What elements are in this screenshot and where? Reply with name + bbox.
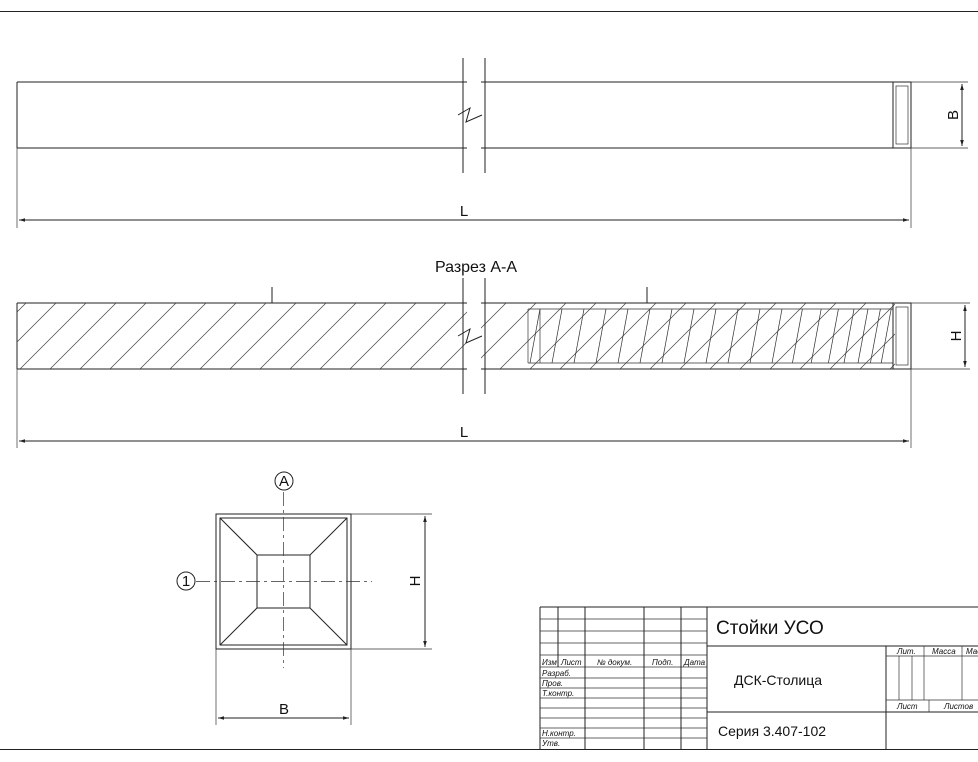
role-approved: Утв. — [541, 739, 560, 748]
end-view: А 1 H B — [176, 471, 432, 725]
title-block: Стойки УСО ДСК-Столица Серия 3.407-102 И… — [539, 606, 978, 749]
dim-label-cross-width: B — [279, 701, 289, 718]
section-view: H L — [16, 278, 970, 448]
break-line-section — [457, 278, 486, 394]
dim-label-section-height: H — [948, 331, 965, 342]
section-title: Разрез А-А — [435, 259, 517, 276]
section-marker-circle — [274, 471, 294, 491]
hdr-lit: Лит. — [896, 647, 916, 656]
spiral-reinforcement — [529, 308, 892, 364]
role-checked: Пров. — [542, 679, 563, 688]
col-signature: Подп. — [652, 658, 673, 667]
col-sheet: Лист — [560, 658, 582, 667]
product-name: Стойки УСО — [716, 618, 824, 639]
series-label: Серия 3.407-102 — [718, 723, 826, 739]
col-change: Изм — [542, 658, 557, 667]
section-marker-label: А — [279, 473, 289, 490]
position-marker-label: 1 — [182, 573, 190, 590]
role-developed: Разраб. — [542, 669, 571, 678]
col-doc-no: № докум. — [597, 658, 632, 667]
role-norm-control: Н.контр. — [542, 729, 576, 738]
concrete-hatch-left — [17, 303, 467, 369]
organization-name: ДСК-Столица — [734, 672, 822, 688]
role-tech-control: Т.контр. — [542, 689, 574, 698]
hdr-sheets: Листов — [943, 702, 973, 711]
hdr-scale: Масштаб — [966, 647, 978, 656]
col-date: Дата — [683, 658, 706, 667]
dim-label-cross-height: H — [407, 576, 424, 587]
concrete-hatch-right — [481, 303, 895, 369]
dim-label-top-width: B — [945, 110, 962, 120]
hdr-mass: Масса — [932, 647, 956, 656]
top-view: B L — [16, 58, 968, 228]
dim-label-section-length: L — [460, 424, 468, 441]
break-line-top — [457, 58, 486, 173]
dim-label-top-length: L — [460, 203, 468, 220]
sheet-frame — [0, 11, 978, 750]
position-marker-circle — [176, 571, 196, 591]
hdr-sheet: Лист — [896, 702, 918, 711]
